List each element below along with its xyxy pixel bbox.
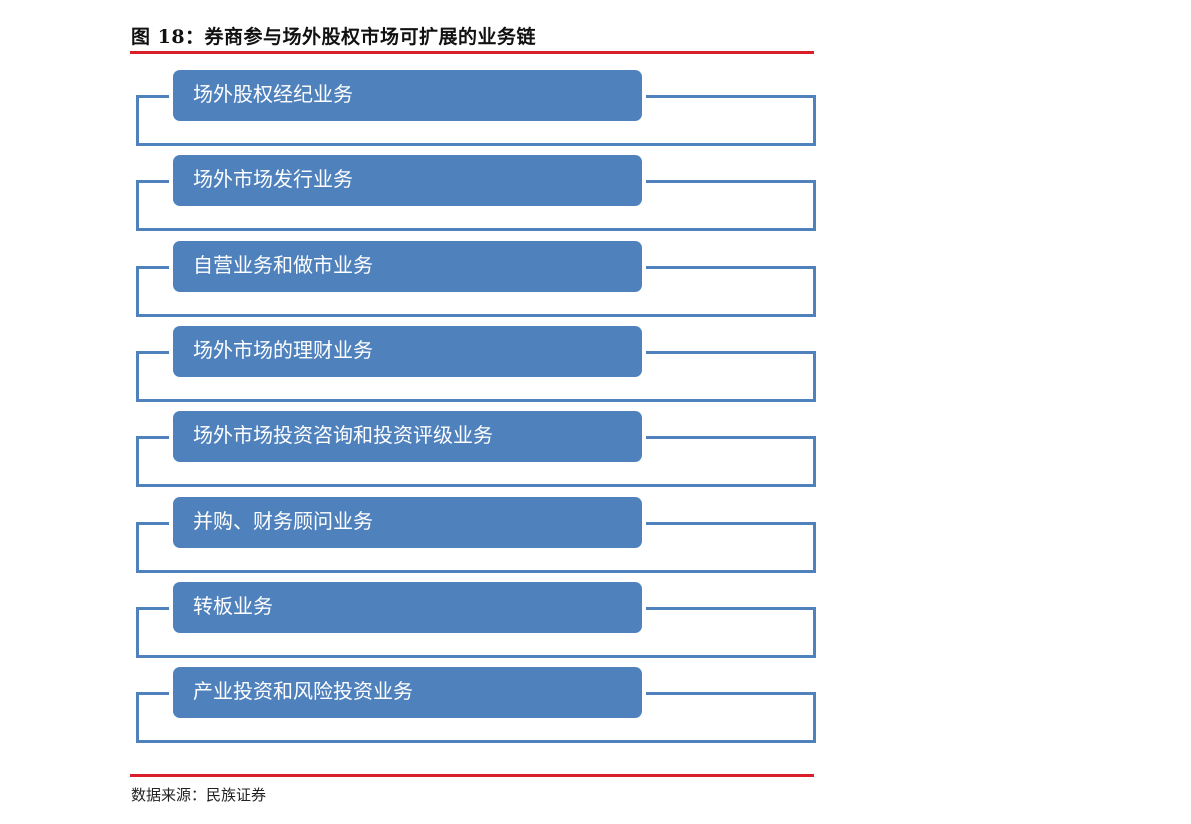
chain-item: 自营业务和做市业务	[0, 240, 1191, 321]
chain-item: 场外市场的理财业务	[0, 325, 1191, 406]
title-rule	[130, 51, 814, 54]
item-label-box: 转板业务	[173, 581, 642, 633]
item-label-box: 自营业务和做市业务	[173, 240, 642, 292]
item-label-box: 场外市场的理财业务	[173, 325, 642, 377]
chain-item: 转板业务	[0, 581, 1191, 662]
chain-item: 并购、财务顾问业务	[0, 496, 1191, 577]
chain-item: 场外股权经纪业务	[0, 70, 1191, 150]
chain-item: 场外市场投资咨询和投资评级业务	[0, 411, 1191, 491]
chain-item: 产业投资和风险投资业务	[0, 667, 1191, 747]
figure-title: 图 18：券商参与场外股权市场可扩展的业务链	[131, 26, 537, 48]
item-label-box: 场外市场发行业务	[173, 155, 642, 207]
chain-item: 场外市场发行业务	[0, 155, 1191, 235]
item-label-box: 并购、财务顾问业务	[173, 496, 642, 548]
item-label-box: 场外市场投资咨询和投资评级业务	[173, 411, 642, 463]
footer-rule	[130, 774, 814, 777]
item-label-box: 场外股权经纪业务	[173, 70, 642, 121]
item-label-box: 产业投资和风险投资业务	[173, 667, 642, 719]
source-note: 数据来源：民族证券	[131, 786, 267, 804]
